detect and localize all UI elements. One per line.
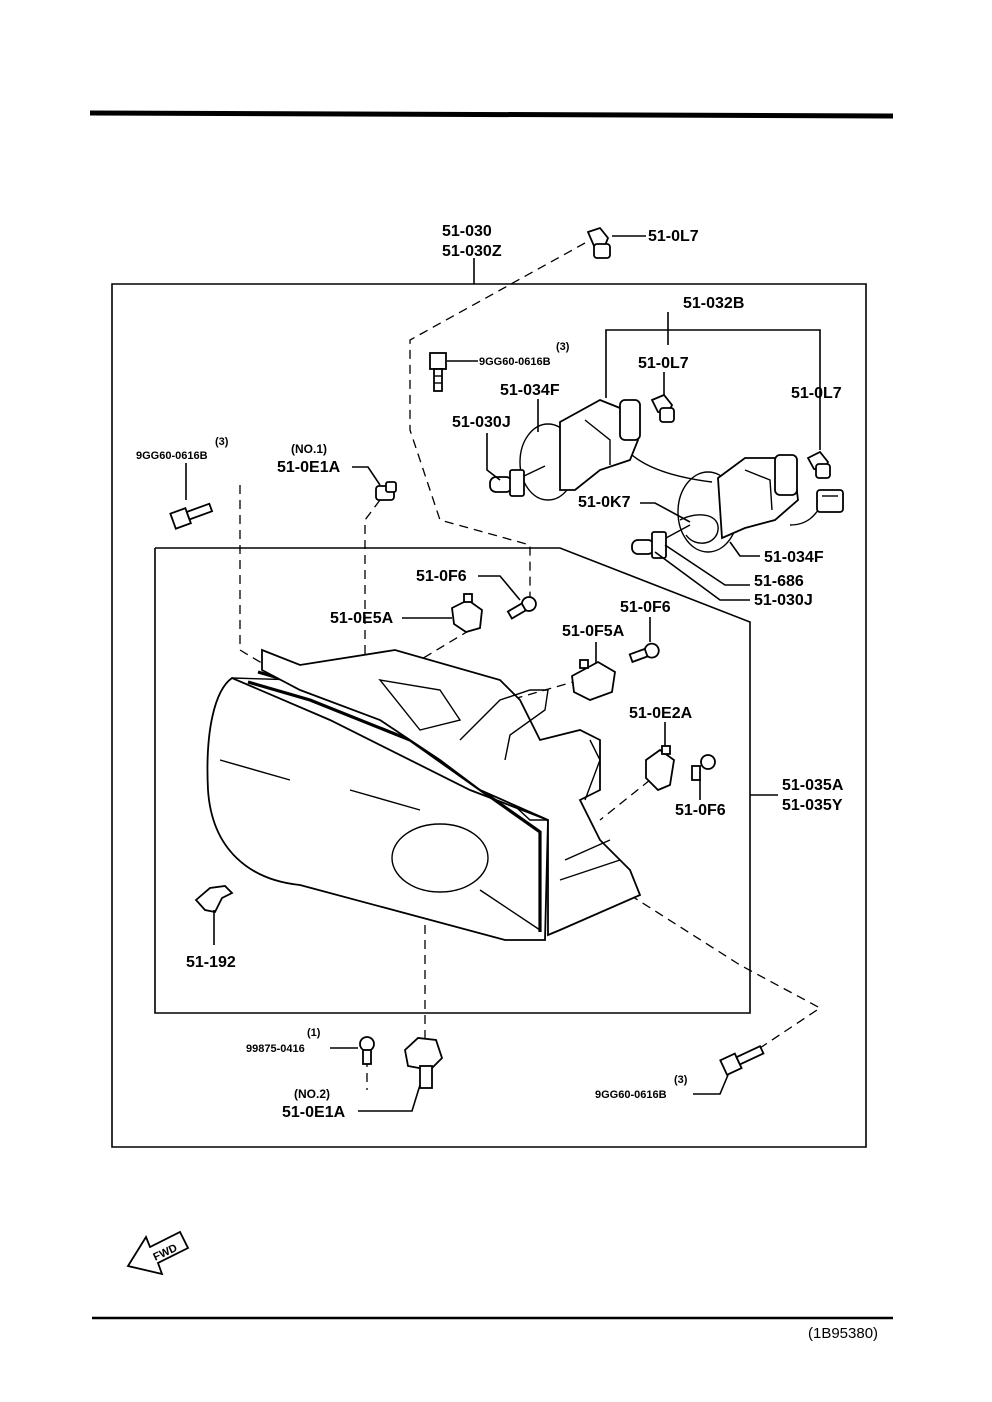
label-housing-1: 51-035A: [782, 777, 844, 794]
dash-top-socket: [409, 242, 586, 600]
leader-no2: [358, 1084, 421, 1112]
label-bulb-b-2: 51-030J: [754, 592, 813, 609]
label-no1-note: (NO.1): [291, 442, 327, 456]
dash-left-bolt: [239, 485, 266, 666]
socket-top-icon: [586, 226, 611, 259]
label-bolt-left-qty: (3): [215, 436, 229, 448]
bracket-no2-icon: [404, 1037, 444, 1089]
label-bolt-left: 9GG60-0616B: [136, 450, 208, 462]
harness-socket-b-icon: [806, 450, 831, 479]
label-bolt-top-qty: (3): [556, 341, 570, 353]
leader-ring-b: [729, 541, 760, 557]
leader-bolt-bottom: [693, 1074, 729, 1095]
bulb-a-icon: [489, 465, 546, 497]
bulb-b-icon: [631, 524, 691, 559]
dash-clip-c: [599, 779, 651, 821]
bulb-c-icon: [194, 885, 234, 914]
label-no2-note: (NO.2): [294, 1087, 330, 1101]
label-bolt-bottom: 9GG60-0616B: [595, 1089, 667, 1101]
screw-bottom-icon: [359, 1036, 375, 1065]
top-rule: [89, 110, 894, 119]
label-ring-a: 51-034F: [500, 382, 560, 399]
bracket-no1-icon: [375, 481, 397, 501]
headlamp-socket-b-icon: [677, 454, 799, 553]
label-harness-socket-a: 51-0L7: [638, 355, 689, 372]
bolt-top-icon: [429, 352, 447, 392]
headlamp-socket-a-icon: [519, 399, 641, 501]
bolt-bottom-icon: [719, 1045, 765, 1077]
label-no1: 51-0E1A: [277, 459, 341, 476]
label-screw-bottom: 99875-0416: [246, 1043, 305, 1055]
label-assembly-1: 51-030: [442, 223, 492, 240]
label-clip-b: 51-0F5A: [562, 623, 625, 640]
leader-harness: [605, 329, 821, 450]
label-assembly-2: 51-030Z: [442, 243, 502, 260]
leader-no1: [352, 466, 381, 486]
label-bolt-bottom-qty: (3): [674, 1074, 688, 1086]
clip-a-icon: [451, 593, 483, 633]
label-no2: 51-0E1A: [282, 1104, 346, 1121]
label-screw-bottom-qty: (1): [307, 1027, 321, 1039]
leader-bulb-a: [486, 433, 501, 481]
label-lock-spring: 51-0K7: [578, 494, 631, 511]
label-bolt-top: 9GG60-0616B: [479, 356, 551, 368]
screw-b-icon: [628, 642, 660, 664]
diagram-id: (1B95380): [808, 1325, 878, 1342]
assembly-outline: [111, 283, 867, 1148]
label-bulb-b-1: 51-686: [754, 573, 804, 590]
headlamp-housing-icon: [206, 648, 642, 941]
lock-spring-icon: [679, 514, 719, 544]
label-housing-2: 51-035Y: [782, 797, 843, 814]
label-bulb-c: 51-192: [186, 954, 236, 971]
leader-lock-spring: [640, 502, 691, 523]
leader-screw-a: [478, 575, 521, 601]
label-socket-top: 51-0L7: [648, 228, 699, 245]
label-clip-a: 51-0E5A: [330, 610, 394, 627]
screw-c-icon: [691, 754, 716, 781]
leader-bulb-b: [664, 544, 750, 586]
fwd-arrow-icon: FWD: [126, 1230, 190, 1276]
label-ring-b: 51-034F: [764, 549, 824, 566]
harness-wire-a: [631, 454, 713, 483]
label-bulb-a: 51-030J: [452, 414, 511, 431]
leader-bulb-b-2: [654, 551, 750, 601]
screw-a-icon: [506, 596, 537, 620]
label-harness-socket-b: 51-0L7: [791, 385, 842, 402]
dash-clip-a: [419, 629, 471, 661]
label-screw-c: 51-0F6: [675, 802, 726, 819]
housing-outline: [154, 547, 751, 1014]
label-screw-a: 51-0F6: [416, 568, 467, 585]
label-screw-b: 51-0F6: [620, 599, 671, 616]
dash-no1: [364, 499, 381, 665]
label-clip-c: 51-0E2A: [629, 705, 693, 722]
bolt-left-icon: [169, 502, 214, 530]
clip-b-icon: [571, 659, 616, 701]
dash-right-bolt: [629, 894, 822, 1049]
label-harness: 51-032B: [683, 295, 744, 312]
harness-connector-icon: [816, 489, 844, 513]
harness-socket-a-icon: [650, 393, 675, 423]
clip-c-icon: [645, 745, 675, 792]
